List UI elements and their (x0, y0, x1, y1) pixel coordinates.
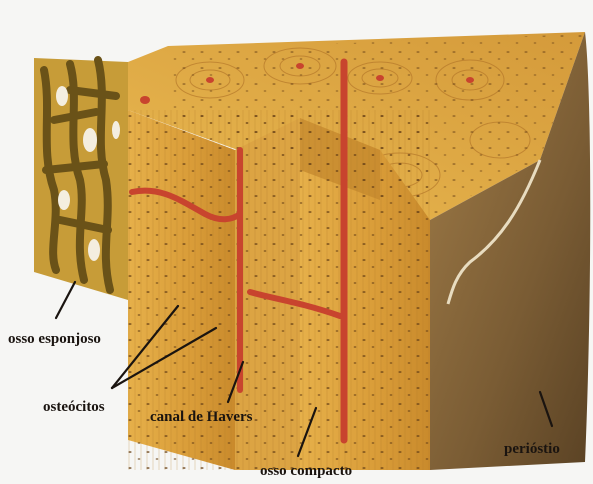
label-periosteum: perióstio (504, 441, 560, 457)
label-haversian-canal: canal de Havers (150, 409, 253, 425)
label-spongy-bone: osso esponjoso (8, 331, 101, 347)
label-compact-bone: osso compacto (260, 463, 352, 479)
label-osteocytes: osteócitos (43, 399, 105, 415)
